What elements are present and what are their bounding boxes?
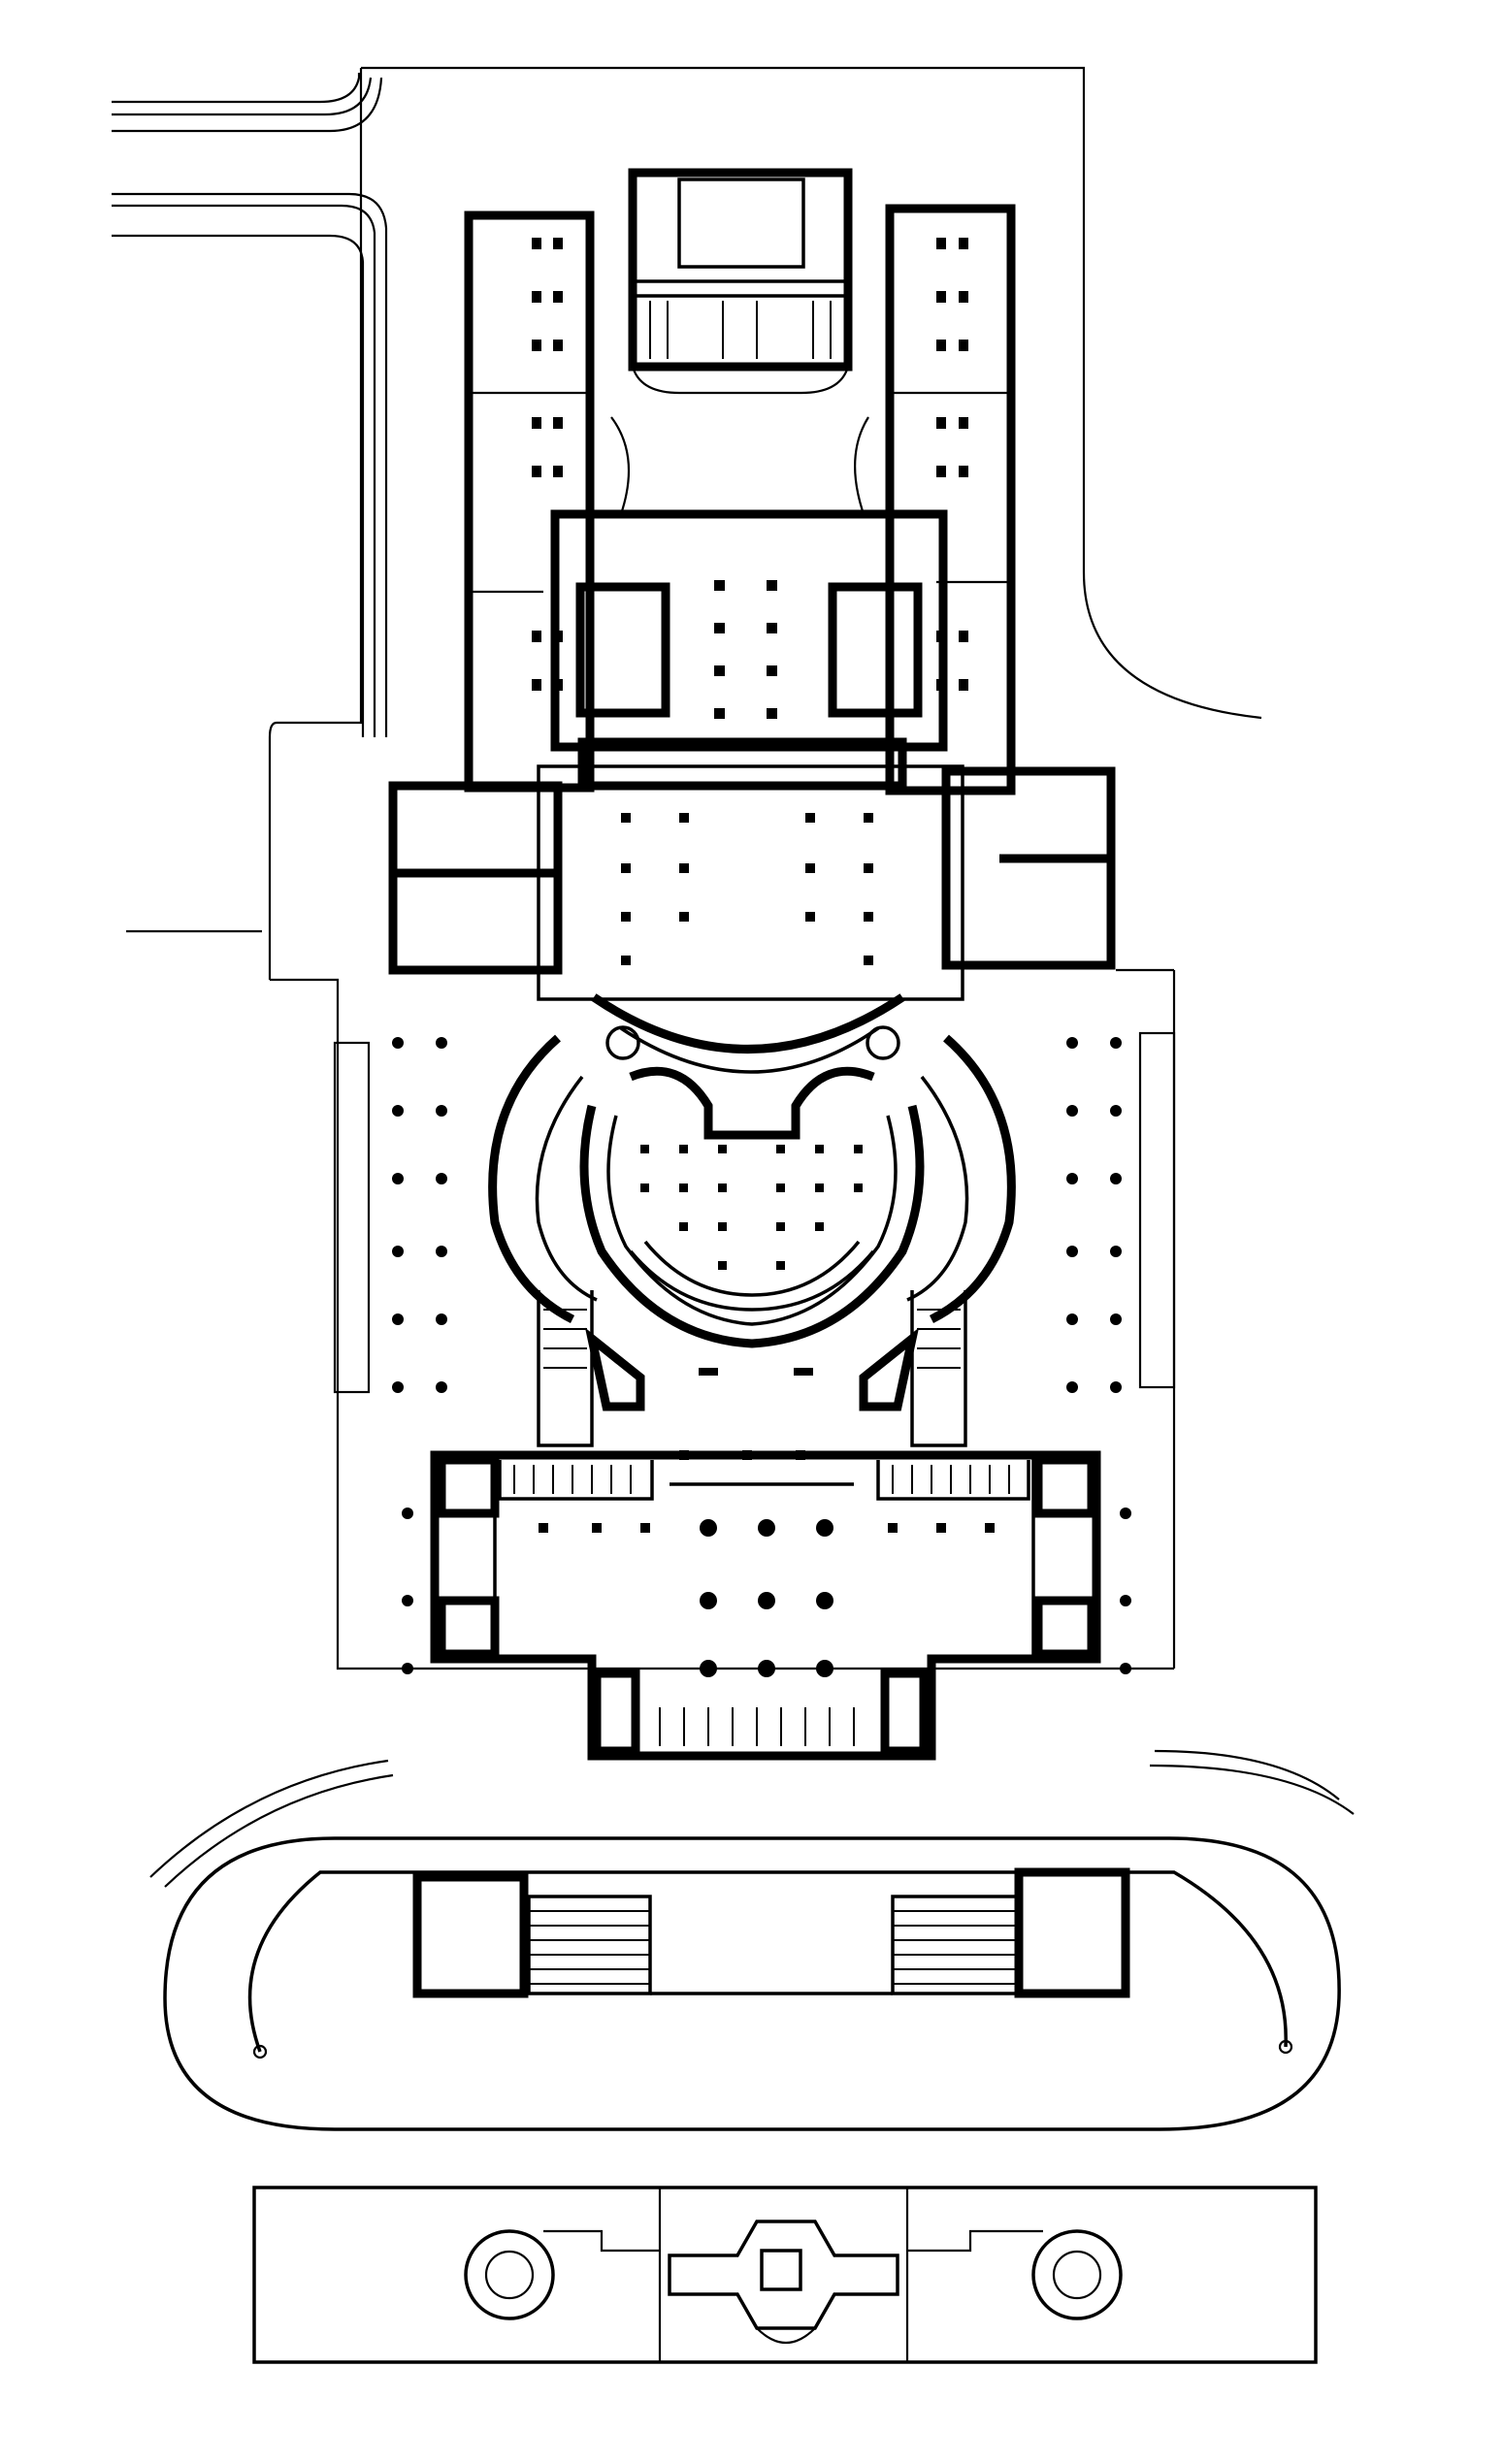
loge-rosettes [605, 1025, 900, 1060]
wing-openings [532, 238, 968, 691]
street-lines [112, 73, 388, 933]
proscenium [537, 737, 964, 1074]
stage-block [550, 416, 948, 752]
side-column-grid [392, 1037, 1122, 1393]
auditorium-seating-dots [640, 1145, 863, 1270]
foyer-columns [621, 813, 873, 965]
side-pavilions [388, 766, 1116, 975]
side-colonnades [333, 1031, 1176, 1394]
auditorium-entrance-dashes [679, 1368, 813, 1460]
front-foyer [430, 1450, 1101, 1761]
stage-columns [714, 580, 777, 719]
auditorium-stairs [537, 1290, 967, 1447]
right-wing [885, 204, 1016, 795]
foyer-columns-front [539, 1519, 995, 1677]
rear-annex [628, 168, 853, 395]
outer-front-columns [402, 1508, 1131, 1674]
lower-plaza [252, 2186, 1318, 2364]
terrace-stair-blocks [412, 1867, 1130, 1998]
front-terrace [163, 1836, 1341, 2131]
foyer-stairs [513, 1465, 1010, 1746]
left-wing [464, 211, 595, 793]
auditorium [488, 1034, 1016, 1348]
front-road [149, 1749, 1355, 1888]
